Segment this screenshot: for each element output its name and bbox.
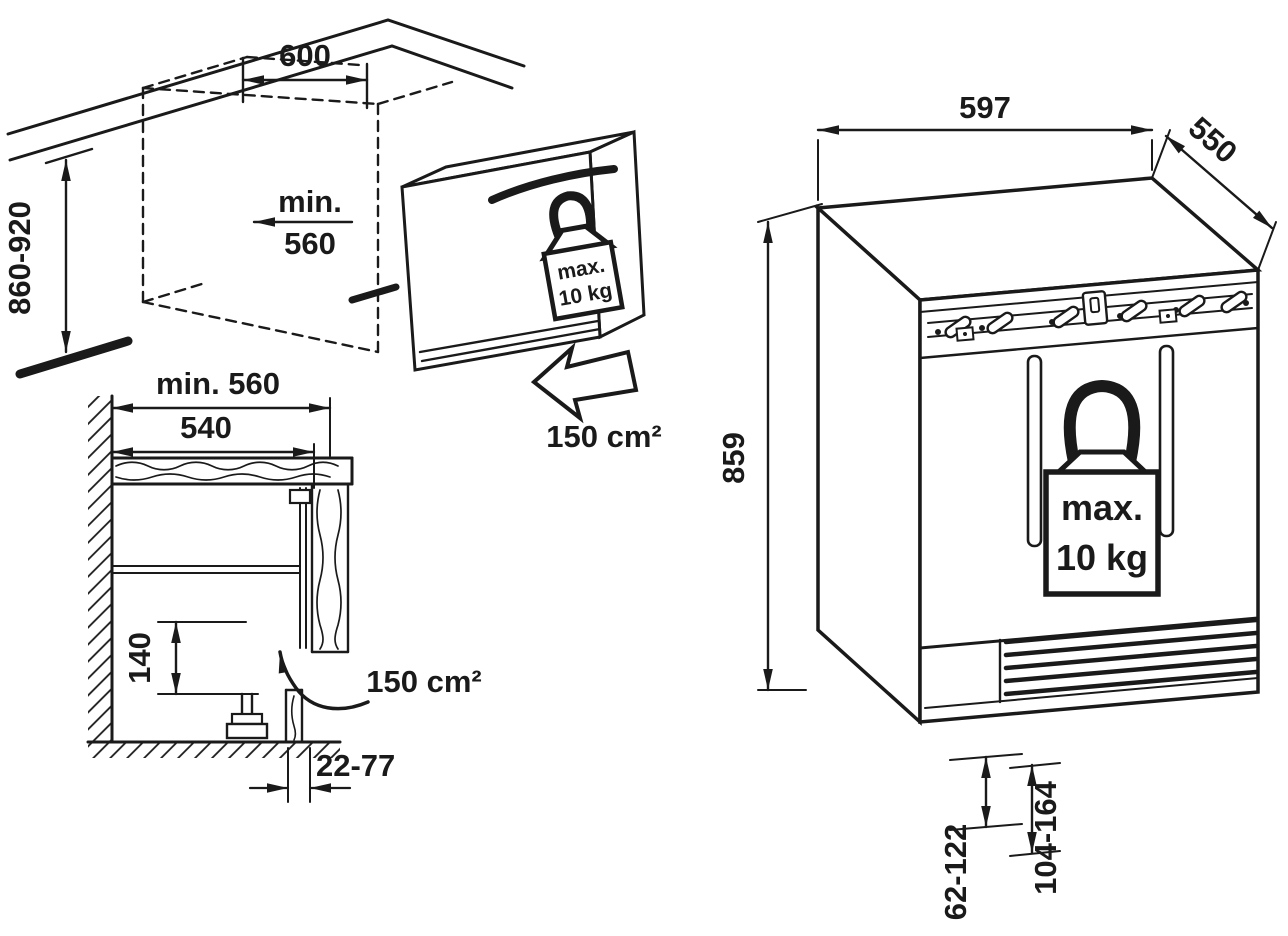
niche-depth-label-line2: 560 (284, 226, 336, 261)
appliance-height-label: 859 (716, 432, 751, 484)
vent-slat (418, 319, 600, 354)
foot-range-front-label: 62-122 (938, 824, 973, 921)
appliance-width-label: 597 (959, 90, 1011, 125)
weight-label-line1: max. (1061, 487, 1143, 528)
vent-gap-label: 140 (122, 632, 157, 684)
appliance-depth-dimension (1164, 134, 1274, 230)
cross-section-diagram: min. 560 540 140 150 cm² (86, 366, 482, 803)
fixing-rod-left (1026, 354, 1043, 548)
plinth-strip (284, 688, 304, 744)
fixing-rod-right (1158, 344, 1175, 538)
mounting-rail (918, 281, 1260, 360)
worktop-depth-label: 540 (180, 410, 232, 445)
appliance-small: max. 10 kg (400, 129, 646, 372)
panel-grain (334, 489, 342, 650)
adjustable-foot (225, 692, 269, 740)
appliance-diagram: max. 10 kg 597 550 859 (716, 90, 1277, 921)
vent-grille (1003, 617, 1259, 697)
floor-hatch (88, 742, 340, 758)
worktop-grain (115, 461, 339, 471)
niche-height-label: 860-920 (2, 201, 37, 315)
vent-slat (420, 327, 602, 363)
center-bracket (1081, 290, 1109, 326)
weight-icon: max. 10 kg (1043, 379, 1161, 597)
weight-label-line2: 10 kg (1056, 537, 1148, 578)
weight-icon-small: max. 10 kg (539, 191, 625, 322)
niche-diagram: 600 min. 560 860-920 max. 10 kg 150 (2, 18, 662, 454)
section-vent-label: 150 cm² (366, 664, 481, 699)
niche-depth-label-line1: min. (278, 184, 342, 219)
airflow-arrow-icon (530, 342, 639, 424)
section-depth-label: min. 560 (156, 366, 280, 401)
worktop-grain (115, 473, 331, 481)
appliance-left-face (816, 204, 922, 726)
foot-range-rear-label: 104-164 (1028, 780, 1063, 895)
niche-width-dimension (241, 56, 369, 110)
worktop-lower-edge (8, 44, 514, 162)
door-handle (488, 165, 618, 204)
floor-edge-thick (15, 336, 133, 379)
fixing-bracket (288, 488, 312, 505)
niche-floor-thick (348, 283, 400, 304)
niche-vent-label: 150 cm² (546, 419, 661, 454)
worktop-front-edge (6, 18, 526, 136)
niche-width-label: 600 (279, 38, 331, 73)
plinth-line (924, 677, 1259, 709)
plinth-range-label: 22-77 (316, 748, 395, 783)
wall-hatch (88, 396, 112, 742)
niche-outline (141, 55, 454, 354)
panel-grain (316, 489, 324, 650)
niche-height-ext-top (44, 147, 94, 165)
appliance-depth-label: 550 (1182, 110, 1244, 170)
airflow-curve-arrow-icon (278, 650, 370, 711)
